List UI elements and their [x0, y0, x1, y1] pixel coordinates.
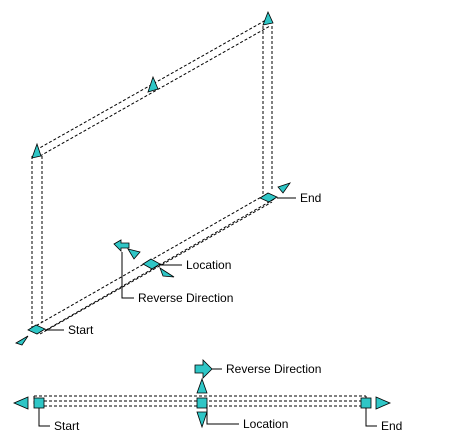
plan-location-down-arrow-icon[interactable]: [196, 411, 208, 429]
location-arrow-right-icon[interactable]: [159, 267, 175, 278]
plan-location-grip[interactable]: [196, 377, 208, 429]
plan-reverse-direction-icon[interactable]: [194, 359, 213, 379]
reverse-direction-label: Reverse Direction: [138, 291, 233, 305]
location-arrow-left-icon[interactable]: [127, 248, 141, 260]
end-grip[interactable]: [259, 182, 292, 203]
plan-location-up-arrow-icon[interactable]: [196, 377, 208, 394]
plan-start-arrow-icon[interactable]: [12, 396, 29, 410]
height-grip-right[interactable]: [262, 10, 274, 26]
iso-wall-outline: [31, 19, 277, 335]
height-grip-middle[interactable]: [147, 75, 159, 93]
start-grip[interactable]: [15, 324, 46, 346]
plan-wall-view: Start Location Reverse Direction End: [12, 359, 402, 433]
reverse-direction-icon[interactable]: [113, 239, 130, 252]
plan-location-label: Location: [243, 417, 288, 431]
plan-reverse-direction-label: Reverse Direction: [226, 362, 321, 376]
plan-end-grip[interactable]: [360, 396, 392, 410]
location-label: Location: [186, 258, 231, 272]
plan-end-label: End: [381, 419, 402, 433]
plan-end-arrow-icon[interactable]: [375, 396, 392, 410]
end-arrow-icon[interactable]: [277, 182, 292, 194]
end-label: End: [300, 191, 321, 205]
iso-wall-view: End Location Reverse Direction Start: [15, 10, 321, 346]
location-grip[interactable]: [127, 248, 175, 278]
plan-start-label: Start: [54, 419, 80, 433]
height-grip-left[interactable]: [31, 142, 42, 159]
plan-start-grip[interactable]: [12, 396, 45, 410]
start-arrow-icon[interactable]: [15, 335, 29, 346]
start-label: Start: [68, 323, 94, 337]
